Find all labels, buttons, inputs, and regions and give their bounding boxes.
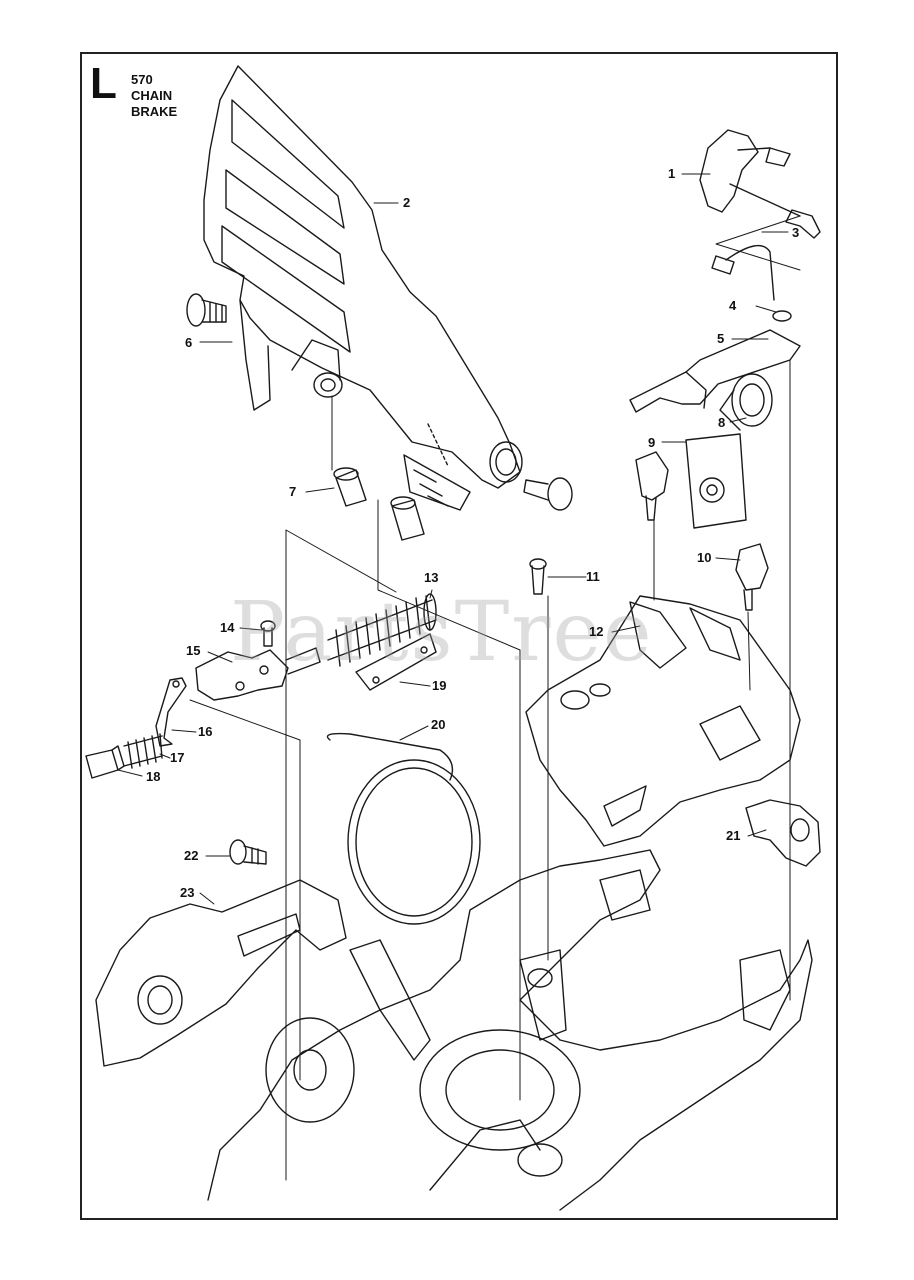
callout-3: 3	[792, 225, 800, 240]
part-19-spring-holder	[356, 634, 436, 690]
part-22-screw	[230, 840, 266, 864]
diagram-frame	[80, 52, 838, 1220]
part-8-rotating-handle	[720, 374, 772, 430]
callout-20: 20	[431, 717, 446, 732]
section-title-line2: BRAKE	[131, 104, 178, 119]
watermark: PartsTree	[230, 585, 654, 680]
part-1-trigger-lock	[700, 130, 790, 212]
callout-19: 19	[432, 678, 447, 693]
part-23-clutch-cover	[96, 880, 346, 1066]
callout-22: 22	[184, 848, 199, 863]
callout-15: 15	[186, 643, 201, 658]
part-3-spring-clip	[730, 184, 820, 238]
section-number: 570	[131, 72, 153, 87]
callout-17: 17	[170, 750, 185, 765]
callout-2: 2	[403, 195, 411, 210]
callout-5: 5	[717, 331, 725, 346]
callout-13: 13	[424, 570, 439, 585]
part-13-spring	[328, 594, 436, 666]
engine-crankcase	[208, 850, 812, 1210]
callout-9: 9	[648, 435, 656, 450]
callout-14: 14	[220, 620, 235, 635]
part-21-grip	[746, 800, 820, 866]
callout-23: 23	[180, 885, 195, 900]
part-10-connector	[736, 544, 768, 610]
callout-21: 21	[726, 828, 741, 843]
part-14-screw	[261, 621, 275, 646]
part-6-screw	[187, 294, 226, 326]
part-9-choke-plate	[636, 434, 746, 528]
callout-12: 12	[589, 624, 604, 639]
section-letter: L	[90, 59, 117, 108]
section-title-line1: CHAIN	[131, 88, 173, 103]
part-16-link	[156, 678, 186, 746]
callout-6: 6	[185, 335, 193, 350]
part-11-screw	[530, 559, 546, 594]
part-12-handle-housing	[526, 596, 800, 846]
part-18-sleeve	[86, 746, 124, 778]
part-2-hand-guard	[204, 66, 522, 510]
part-4-throttle-rod	[712, 246, 791, 321]
callout-1: 1	[668, 166, 676, 181]
callout-11: 11	[586, 569, 600, 584]
callout-leaders	[118, 174, 800, 1180]
callout-18: 18	[146, 769, 161, 784]
part-20-brake-band	[328, 734, 481, 924]
section-title: 570 CHAIN BRAKE	[131, 72, 177, 120]
part-7-bushings	[334, 468, 424, 540]
part-5-throttle-trigger	[630, 330, 800, 412]
callout-10: 10	[697, 550, 712, 565]
callout-4: 4	[729, 298, 737, 313]
callout-7: 7	[289, 484, 297, 499]
callout-16: 16	[198, 724, 213, 739]
guard-pivot-screw	[524, 478, 572, 510]
callout-8: 8	[718, 415, 726, 430]
part-17-spring	[124, 734, 162, 768]
part-15-brake-lever	[196, 648, 320, 700]
